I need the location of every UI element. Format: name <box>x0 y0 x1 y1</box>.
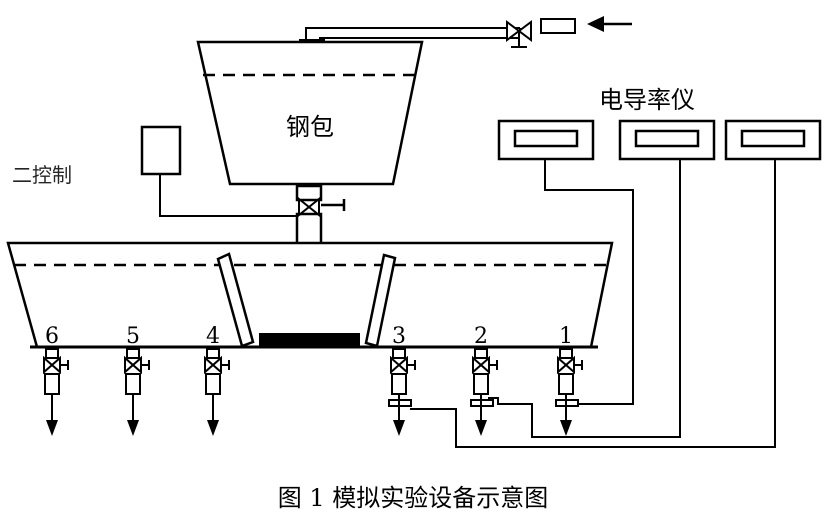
outlets-layer: 1 2 3 4 5 6 <box>43 324 583 436</box>
drain-arrow-icon <box>127 420 139 436</box>
drain-arrow-icon <box>475 420 487 436</box>
outlet-valve-icon <box>43 355 61 375</box>
controller-label: 二控制 <box>12 163 72 187</box>
figure-caption: 图 1 模拟实验设备示意图 <box>278 484 549 512</box>
ladle-body <box>196 40 424 186</box>
conductivity-meter-3 <box>724 119 822 161</box>
tundish-body <box>6 241 614 349</box>
inlet-valve-icon <box>506 20 532 48</box>
outlet-2: 2 <box>470 324 498 436</box>
outlet-number: 6 <box>45 324 59 349</box>
outlet-number: 2 <box>474 324 488 349</box>
drain-arrow-icon <box>393 420 405 436</box>
outlet-valve-icon <box>124 355 142 375</box>
impact-pad <box>259 333 360 346</box>
outlet-valve-icon <box>390 355 408 375</box>
outlet-4: 4 <box>204 324 230 436</box>
controller-box <box>140 125 182 176</box>
conductivity-meter-1 <box>497 119 595 161</box>
outlet-3: 3 <box>388 324 416 436</box>
controller-wire <box>159 174 297 217</box>
slide-gate-valve-icon <box>298 196 320 218</box>
outlet-1: 1 <box>555 324 583 436</box>
outlet-number: 3 <box>392 324 406 349</box>
drain-arrow-icon <box>46 420 58 436</box>
ladle-label: 钢包 <box>286 113 334 141</box>
outlet-number: 1 <box>559 324 573 349</box>
weir-left <box>216 252 255 348</box>
outlet-valve-icon <box>557 355 575 375</box>
flow-arrow-icon <box>587 16 632 32</box>
weir-right <box>364 253 397 348</box>
outlet-number: 5 <box>126 324 140 349</box>
outlet-valve-icon <box>472 355 490 375</box>
meter-label: 电导率仪 <box>599 86 695 114</box>
probe-wires <box>410 159 776 448</box>
outlet-valve-icon <box>204 355 222 375</box>
drain-arrow-icon <box>207 420 219 436</box>
drain-arrow-icon <box>560 420 572 436</box>
outlet-6: 6 <box>43 324 69 436</box>
outlet-number: 4 <box>206 324 220 349</box>
conductivity-meter-2 <box>618 119 716 161</box>
outlet-5: 5 <box>124 324 150 436</box>
